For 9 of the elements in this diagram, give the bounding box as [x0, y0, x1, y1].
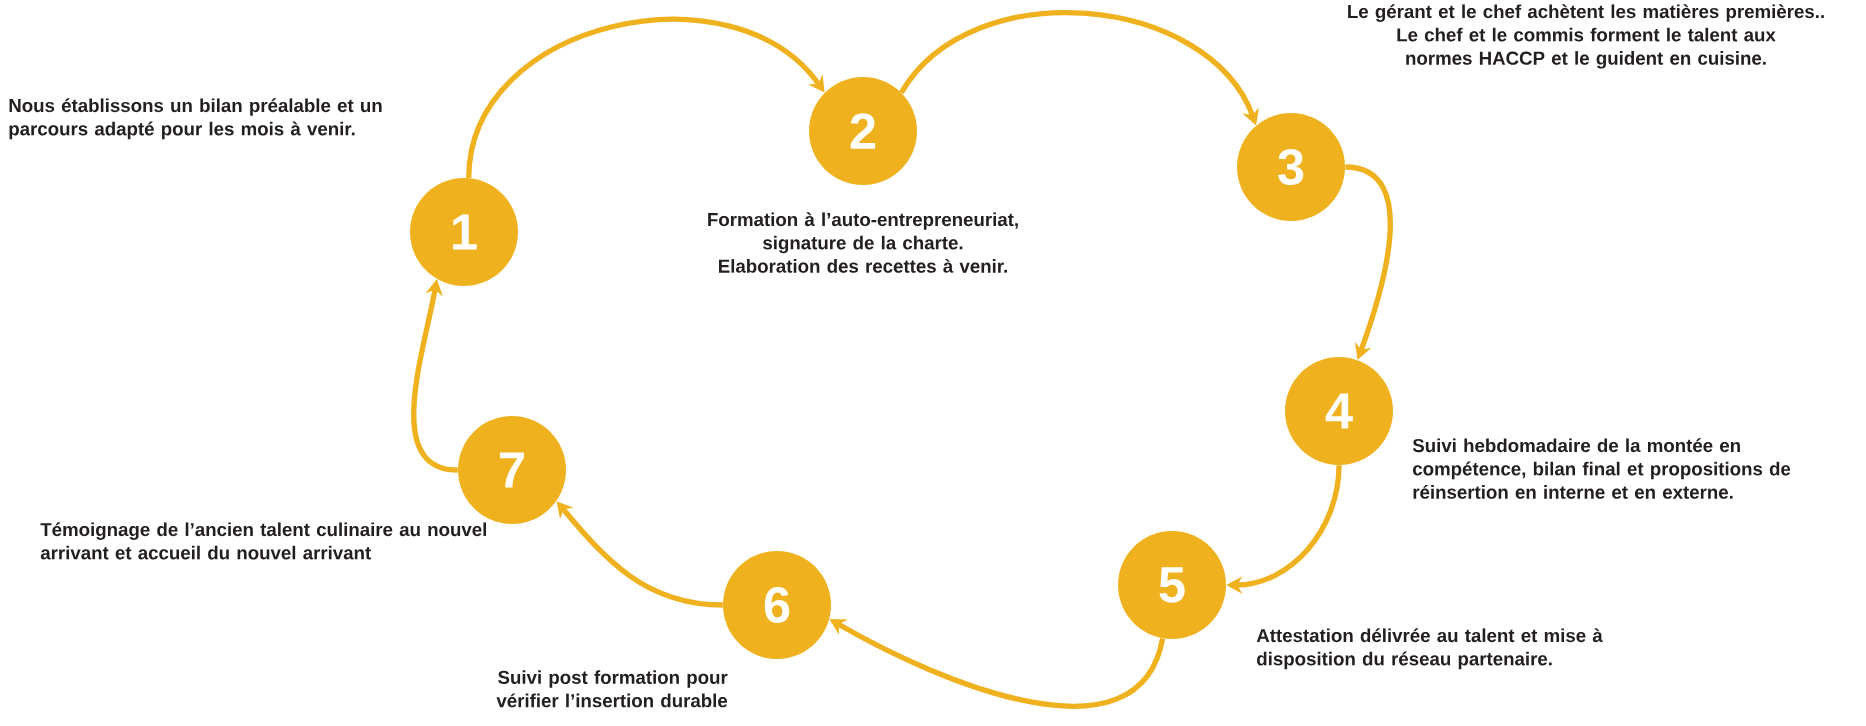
- step-description: Attestation délivrée au talent et mise à disposition du réseau partenaire.: [1256, 628, 1603, 670]
- step-description: Le gérant et le chef achètent les matières premières.. Le chef et le commis forment le talent aux normes HACCP et le guident en cuisine.: [1348, 4, 1824, 69]
- step-description: Suivi hebdomadaire de la montée en compétence, bilan final et propositions de réinsertion en interne et en externe.: [1412, 438, 1791, 499]
- arrow: [556, 501, 723, 608]
- arrow: [466, 17, 825, 179]
- step-description: Suivi post formation pour vérifier l’insertion durable: [496, 670, 728, 708]
- step-description: Nous établissons un bilan préalable et un parcours adapté pour les mois à venir.: [9, 98, 382, 140]
- step-description: Formation à l’auto-entrepreneuriat, signature de la charte. Elaboration des recettes à venir.: [708, 212, 1018, 273]
- step-description: Témoignage de l’ancien talent culinaire au nouvel arrivant et accueil du nouvel arrivant: [40, 522, 486, 560]
